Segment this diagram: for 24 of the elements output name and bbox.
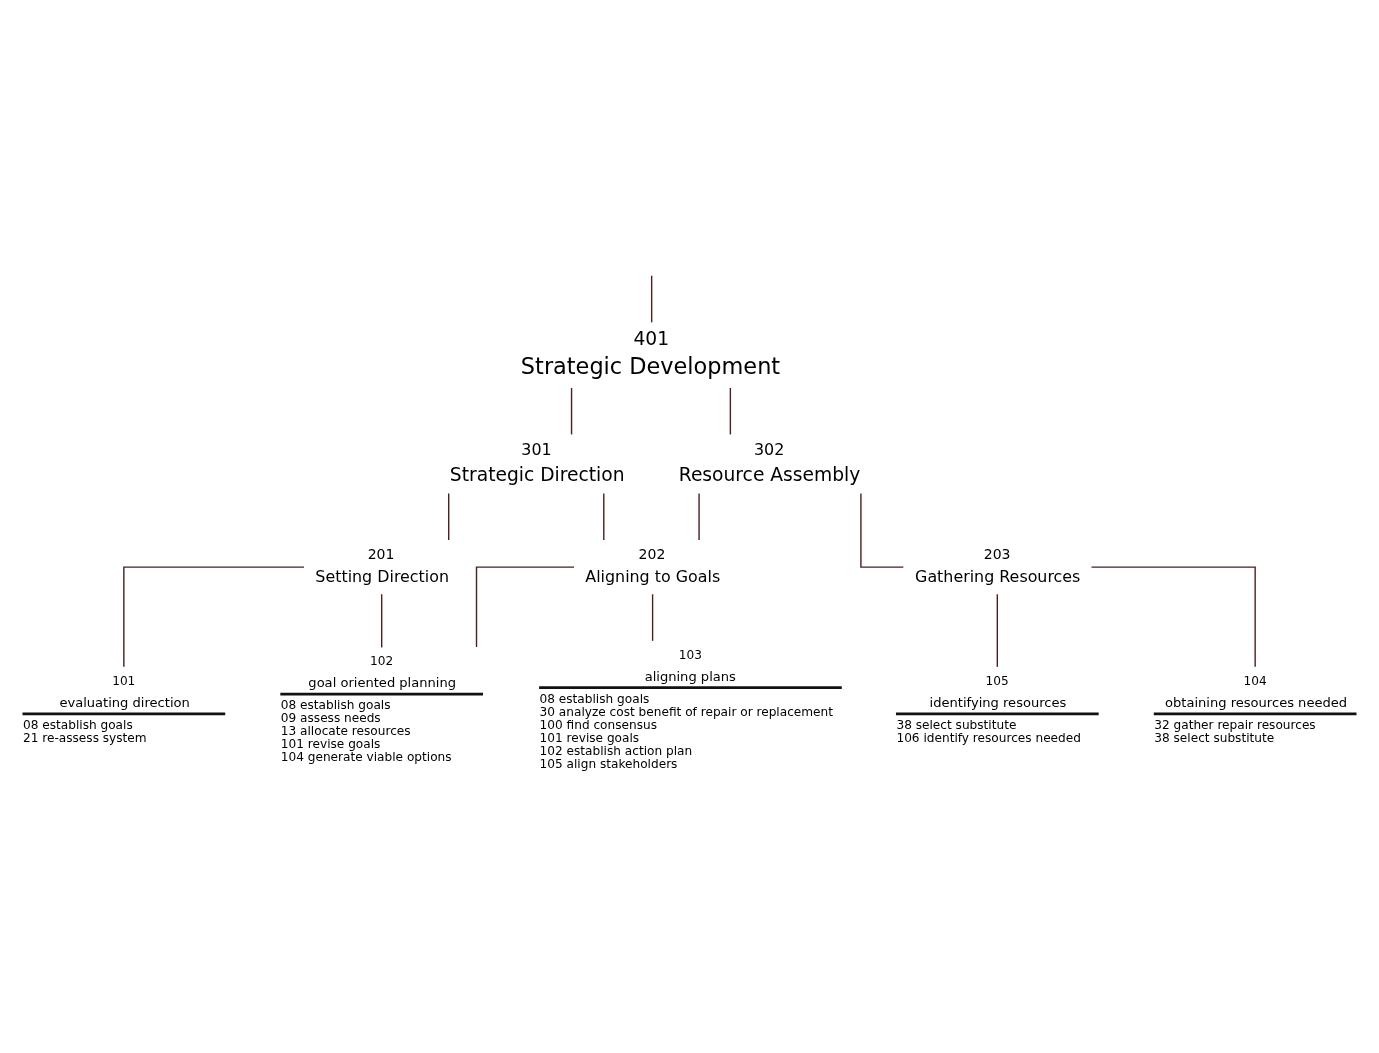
node-text: 202 Aligning to Goals (585, 545, 721, 586)
node-text: 302 Resource Assembly (678, 440, 861, 485)
node-text: 102 goal oriented planning 08 establish goals 09 assess needs 13 allocate resources 101 revise goals 104 generate viable options (280, 654, 457, 765)
connector (996, 593, 998, 668)
connector (123, 566, 305, 668)
node-text: 401 Strategic Development (520, 327, 781, 379)
node-text: 104 obtaining resources needed 32 gather repair resources 38 select substitute (1154, 673, 1348, 745)
connector (1090, 566, 1256, 668)
node-text: 201 Setting Direction (315, 545, 449, 586)
connector (381, 593, 383, 649)
connector (860, 492, 905, 568)
node-text: 101 evaluating direction 08 establish goals 21 re-assess system (22, 673, 190, 745)
connector (570, 387, 573, 436)
connector (603, 492, 605, 541)
connector (729, 387, 732, 436)
node-text: 301 Strategic Direction (449, 440, 625, 485)
connector (698, 492, 700, 541)
node-text: 105 identifying resources 38 select substitute 106 identify resources needed (896, 673, 1081, 745)
connector (651, 593, 654, 642)
node-text: 103 aligning plans 08 establish goals 30 analyze cost benefit of repair or replacement 100 find consensus 101 revise goals 102 establish action plan 105 align stakeholders (539, 647, 833, 771)
node-text: 203 Gathering Resources (915, 545, 1081, 586)
connector (475, 566, 575, 648)
connector (650, 275, 653, 324)
connector (448, 492, 450, 541)
